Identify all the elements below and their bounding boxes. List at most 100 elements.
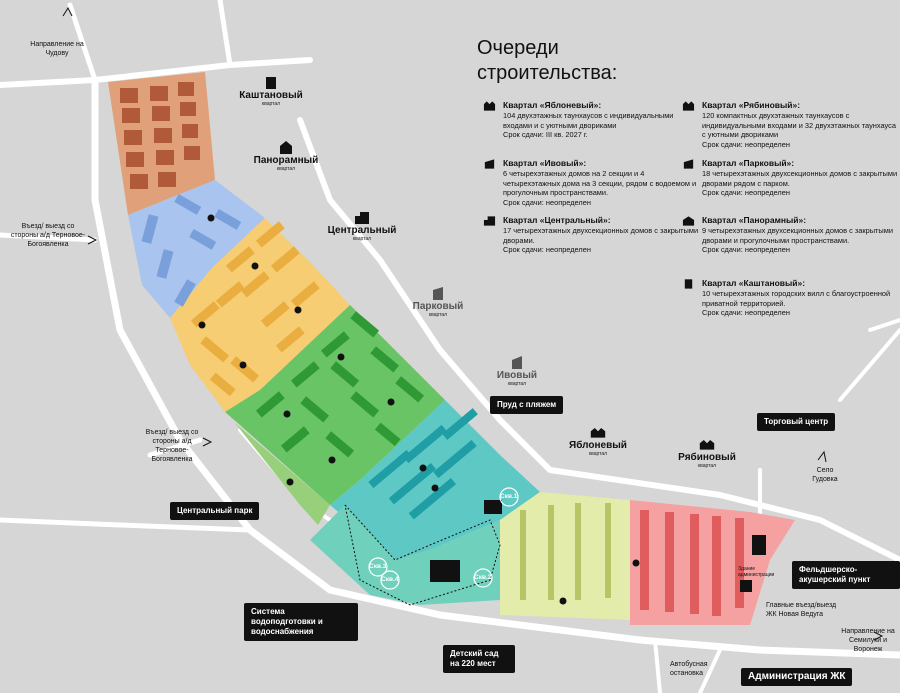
trees <box>198 214 640 605</box>
callout-mall: Торговый центр <box>757 413 836 431</box>
callout-admin: Администрация ЖК <box>741 668 853 686</box>
medical-building <box>740 580 752 592</box>
zone-ivovy <box>330 400 540 560</box>
quarter-sub: квартал <box>352 236 372 242</box>
legend-item-title: Квартал «Панорамный»: <box>702 215 807 225</box>
house-icon <box>483 101 496 111</box>
legend-item-title: Квартал «Ивовый»: <box>503 158 587 168</box>
building-icon <box>684 279 693 289</box>
legend-item-title: Квартал «Рябиновый»: <box>702 100 801 110</box>
road-label-admin-building: Здание администрации <box>738 566 775 578</box>
road-label-entry-top: Въезд/ выезд со стороны а/д Терновое-Бог… <box>10 223 86 248</box>
buildings-kashtanovy <box>120 82 200 189</box>
callout-pond: Пруд с пляжем <box>490 396 564 414</box>
legend-item-deadline: Срок сдачи: неопределен <box>702 188 790 197</box>
legend-item-title: Квартал «Яблоневый»: <box>503 100 602 110</box>
well-label-3: Скв.3 <box>369 563 387 570</box>
legend-item-desc: 6 четырехэтажных домов на 2 секции и 4 ч… <box>503 169 697 197</box>
zone-yablonevy <box>500 492 630 620</box>
house-icon <box>280 141 292 154</box>
road-chudovo <box>67 2 98 83</box>
road-top-right <box>217 0 233 68</box>
pond-building <box>484 500 502 514</box>
road-east <box>297 117 900 563</box>
zone-central-park <box>235 423 330 525</box>
building-icon <box>483 216 496 226</box>
legend-title-line2: строительства: <box>477 62 618 84</box>
building-icon <box>484 159 495 169</box>
quarter-label-panoramny: Панорамный квартал <box>250 140 322 172</box>
quarter-name: Яблоневый <box>569 440 627 451</box>
road-north <box>0 57 313 88</box>
road-west <box>91 76 900 659</box>
quarter-sub: квартал <box>507 381 527 387</box>
quarter-name: Парковый <box>412 301 464 312</box>
buildings-parkovy <box>255 311 425 458</box>
well-label-1: Скв.1 <box>500 493 518 500</box>
legend-item-desc: 17 четырехэтажных двухсекционных домов с… <box>503 226 699 245</box>
road-label-bus: Автобусная остановка <box>670 661 708 677</box>
legend-item-ryabinovy: Квартал «Рябиновый»: 120 компактных двух… <box>682 100 898 149</box>
buildings-yablonevy <box>520 503 611 600</box>
building-icon <box>355 212 369 224</box>
house-icon <box>699 440 715 450</box>
quarter-name: Центральный <box>327 225 397 236</box>
road-entry-mid <box>147 437 203 458</box>
zone-panoramny <box>128 180 265 318</box>
legend-item-desc: 104 двухэтажных таунхаусов с индивидуаль… <box>503 111 674 130</box>
building-icon <box>266 77 276 89</box>
legend-item-panoramny: Квартал «Панорамный»: 9 четырехэтажных д… <box>682 215 898 255</box>
legend-item-desc: 10 четырехэтажных городских вилл с благо… <box>702 289 891 308</box>
quarter-label-ryabinovy: Рябиновый квартал <box>672 437 742 469</box>
legend-item-yablonevy: Квартал «Яблоневый»: 104 двухэтажных тау… <box>483 100 699 140</box>
quarter-sub: квартал <box>276 166 296 172</box>
road-entry-top <box>0 232 98 243</box>
legend-item-centralny: Квартал «Центральный»: 17 четырехэтажных… <box>483 215 699 255</box>
legend-item-title: Квартал «Центральный»: <box>503 215 611 225</box>
legend-item-deadline: Срок сдачи: неопределен <box>702 245 790 254</box>
buildings-centralny <box>190 221 320 397</box>
road-se <box>868 318 900 332</box>
legend-item-deadline: Срок сдачи: III кв. 2027 г. <box>503 130 588 139</box>
admin-building <box>752 535 766 555</box>
direction-arrows <box>62 6 884 641</box>
well-label-2: Скв.2 <box>474 574 492 581</box>
quarter-name: Рябиновый <box>678 452 736 463</box>
callout-medical: Фельдшерско-акушерский пункт <box>792 561 900 589</box>
legend-title-line1: Очереди <box>477 37 559 59</box>
legend-item-desc: 9 четырехэтажных двухсекционных домов с … <box>702 226 893 245</box>
well-label-4: Скв.4 <box>381 576 399 583</box>
legend-title: Очереди строительства: <box>477 36 617 86</box>
buildings-ivovy <box>368 408 478 520</box>
zone-parkovy <box>225 305 445 505</box>
road-bus <box>653 638 662 693</box>
quarter-label-centralny: Центральный квартал <box>324 210 400 242</box>
quarter-label-ivovy: Ивовый квартал <box>492 355 542 387</box>
quarter-label-yablonevy: Яблоневый квартал <box>563 425 633 457</box>
quarter-name: Ивовый <box>496 370 538 381</box>
callout-kindergarten: Детский сад на 220 мест <box>443 645 515 673</box>
legend-item-title: Квартал «Каштановый»: <box>702 278 806 288</box>
legend-item-kashtanovy: Квартал «Каштановый»: 10 четырехэтажных … <box>684 278 898 318</box>
building-icon <box>433 287 443 300</box>
road-southwest <box>0 517 253 533</box>
callout-park: Центральный парк <box>170 502 260 520</box>
zone-centralny <box>170 218 350 412</box>
road-label-entry-mid: Въезд/ выезд со стороны а/д Терновое-Бог… <box>145 429 199 463</box>
quarter-sub: квартал <box>697 463 717 469</box>
kindergarten-building <box>430 560 460 582</box>
road-label-main-entry: Главные въезд/выезд ЖК Новая Ведуга <box>766 602 837 618</box>
legend-item-desc: 18 четырехэтажных двухсекционных домов с… <box>702 169 898 188</box>
road-label-semiluki: Направление на Семилуки и Воронеж <box>841 628 895 653</box>
callout-water: Система водоподготовки и водоснабжения <box>244 603 358 641</box>
road-label-gudovka: Село Гудовка <box>812 467 838 483</box>
legend-item-title: Квартал «Парковый»: <box>702 158 795 168</box>
quarter-label-parkovy: Парковый квартал <box>408 286 468 318</box>
quarter-sub: квартал <box>588 451 608 457</box>
quarter-name: Каштановый <box>239 90 303 101</box>
buildings-ryabinovy <box>640 510 744 616</box>
legend-item-deadline: Срок сдачи: неопределен <box>702 308 790 317</box>
building-icon <box>683 159 694 169</box>
building-icon <box>512 356 522 369</box>
